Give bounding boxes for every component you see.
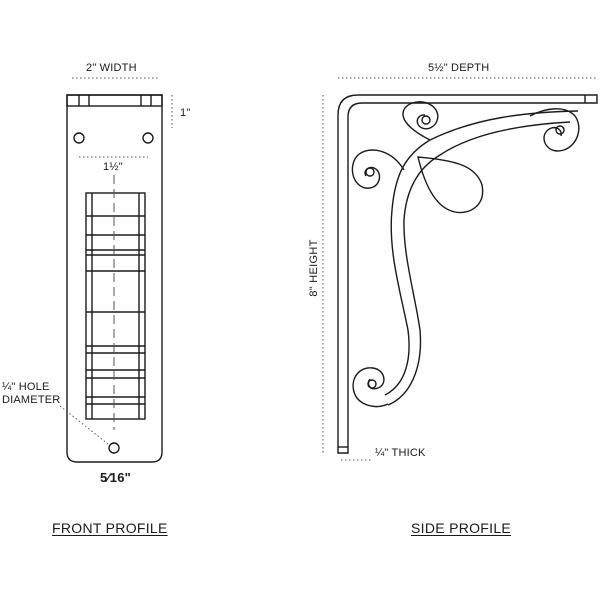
side-scroll-top-right bbox=[529, 108, 580, 152]
side-dimension-lines bbox=[322, 77, 597, 461]
side-main-curve bbox=[384, 110, 579, 396]
front-profile-title: FRONT PROFILE bbox=[52, 520, 168, 536]
side-depth-label: 5½" DEPTH bbox=[428, 62, 490, 74]
front-bottom-label: 5⁄16" bbox=[100, 470, 132, 485]
side-thick-label: ¼" THICK bbox=[375, 447, 426, 459]
front-top-cap bbox=[66, 94, 163, 107]
side-profile-title: SIDE PROFILE bbox=[411, 520, 512, 536]
front-outline bbox=[66, 94, 163, 463]
front-hole-spacing-label: 1½" bbox=[103, 161, 123, 173]
front-top-height-label: 1" bbox=[180, 107, 191, 119]
side-teardrop bbox=[417, 156, 484, 214]
front-hole-bottom bbox=[108, 442, 120, 454]
front-hole-label-line1: ¼" HOLE bbox=[2, 381, 50, 393]
front-width-label: 2" WIDTH bbox=[86, 62, 137, 74]
side-profile-drawing bbox=[337, 94, 598, 454]
front-hole-label-line2: DIAMETER bbox=[2, 394, 61, 406]
side-l-frame bbox=[337, 94, 598, 454]
front-hole-left bbox=[73, 132, 85, 144]
front-dimension-lines bbox=[59, 77, 173, 445]
side-scroll-top-left bbox=[402, 101, 439, 141]
front-inner-column bbox=[85, 192, 146, 420]
front-hole-right bbox=[142, 132, 154, 144]
side-height-label: 8" HEIGHT bbox=[308, 239, 320, 297]
front-profile-drawing bbox=[66, 94, 163, 463]
